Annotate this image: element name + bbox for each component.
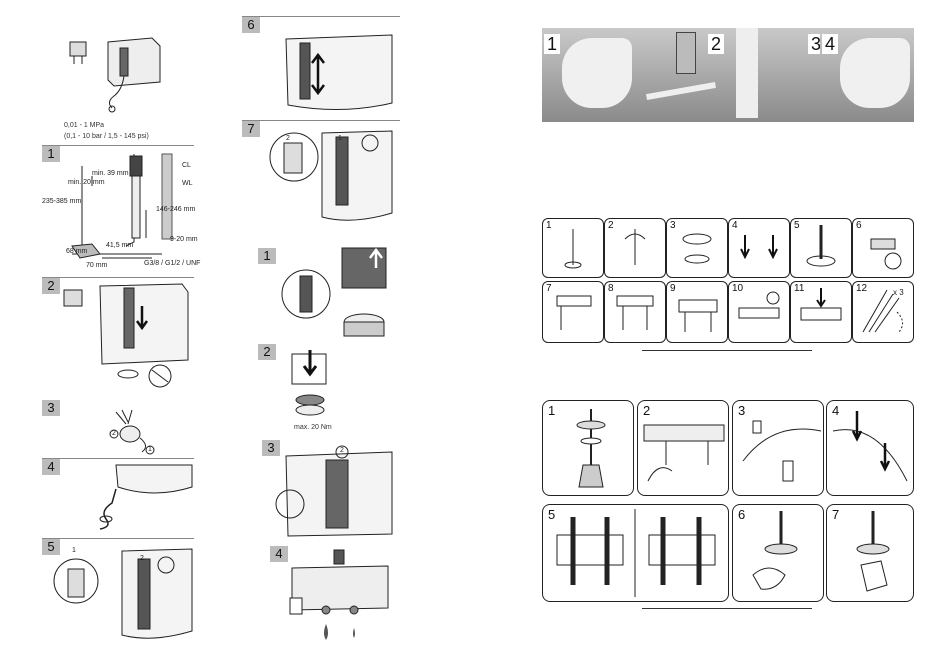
fill-valve-kit-illustration xyxy=(62,30,182,120)
fix-step-4: 4 xyxy=(826,400,914,496)
callout-1: 1 xyxy=(72,547,76,554)
dim-146-246: 146-246 mm xyxy=(156,206,195,213)
pressure-range: 0,01 - 1 MPa xyxy=(64,122,104,129)
install-photo-4: 4 xyxy=(820,28,914,122)
callout-1: 1 xyxy=(148,446,152,453)
divider-line xyxy=(642,350,812,351)
callout-2: 2 xyxy=(340,447,344,454)
water-level-adjust-illustration xyxy=(242,121,400,225)
fill-valve-step-6: 6 xyxy=(242,16,400,117)
seat-step-5: 5 xyxy=(790,218,852,278)
flush-valve-step-4: 4 xyxy=(270,546,400,650)
install-flush-valve-illustration xyxy=(262,440,398,540)
torque-spec: max. 20 Nm xyxy=(294,424,332,431)
fill-valve-step-1: 1 min. 39 mm min. 20 mm CL WL 235-385 mm… xyxy=(42,145,194,274)
flush-buttons-illustration xyxy=(270,546,400,650)
dim-235-385: 235-385 mm xyxy=(42,198,81,205)
pressure-range-units: (0,1 - 10 bar / 1,5 - 145 psi) xyxy=(64,133,149,140)
float-height-illustration xyxy=(242,17,400,117)
fill-valve-step-7: 7 2 1 xyxy=(242,120,400,225)
fill-valve-step-3: 3 2 1 xyxy=(42,400,194,456)
adjust-float-illustration xyxy=(42,539,194,647)
fix-step-5: 5 xyxy=(542,504,729,602)
connect-hose-illustration xyxy=(42,459,194,534)
flush-valve-step-1: 1 xyxy=(258,248,398,344)
photo-number: 1 xyxy=(544,34,560,54)
fill-valve-step-5: 5 1 2 xyxy=(42,538,194,647)
install-photo-2: 2 xyxy=(636,28,730,122)
install-photo-3: 3 xyxy=(730,28,820,122)
fix-step-7: 7 xyxy=(826,504,914,602)
dim-70: 70 mm xyxy=(86,262,107,269)
dim-68: 68 mm xyxy=(66,248,87,255)
seat-step-6: 6 xyxy=(852,218,914,278)
seat-step-9: 9 xyxy=(666,281,728,343)
repeat-count: x 3 xyxy=(893,288,904,297)
dim-41-5: 41,5 mm xyxy=(106,242,133,249)
seat-step-4: 4 xyxy=(728,218,790,278)
callout-2: 2 xyxy=(112,430,116,437)
dim-thread: G3/8 / G1/2 / UNF xyxy=(144,260,200,267)
flush-valve-step-2: 2 max. 20 Nm xyxy=(258,344,398,434)
seat-step-2: 2 xyxy=(604,218,666,278)
filter-cleaning-illustration xyxy=(42,400,194,456)
seat-step-10: 10 xyxy=(728,281,790,343)
tighten-nut-illustration xyxy=(258,344,398,434)
fix-step-6: 6 xyxy=(732,504,824,602)
callout-2: 2 xyxy=(286,135,290,142)
dim-min-20: min. 20 mm xyxy=(68,179,105,186)
callout-2: 2 xyxy=(140,555,144,562)
seat-step-3: 3 xyxy=(666,218,728,278)
callout-1: 1 xyxy=(338,135,342,142)
fix-step-2: 2 xyxy=(637,400,729,496)
seat-step-11: 11 xyxy=(790,281,852,343)
photo-number: 2 xyxy=(708,34,724,54)
seat-step-1: 1 xyxy=(542,218,604,278)
photo-number: 3 xyxy=(808,34,820,54)
seat-step-8: 8 xyxy=(604,281,666,343)
fill-valve-step-2: 2 xyxy=(42,277,194,393)
dim-wl: WL xyxy=(182,180,193,187)
remove-flush-valve-illustration xyxy=(258,248,398,344)
dim-cl: CL xyxy=(182,162,191,169)
photo-number: 4 xyxy=(822,34,838,54)
dim-9-20: 9-20 mm xyxy=(170,236,198,243)
install-photo-1: 1 xyxy=(542,28,636,122)
flush-valve-step-3: 3 2 xyxy=(262,440,398,540)
fill-valve-step-4: 4 xyxy=(42,458,194,534)
divider-line xyxy=(642,608,812,609)
seat-step-7: 7 xyxy=(542,281,604,343)
insert-fill-valve-illustration xyxy=(42,278,194,393)
fix-step-3: 3 xyxy=(732,400,824,496)
fix-step-1: 1 xyxy=(542,400,634,496)
dim-min-39: min. 39 mm xyxy=(92,170,129,177)
